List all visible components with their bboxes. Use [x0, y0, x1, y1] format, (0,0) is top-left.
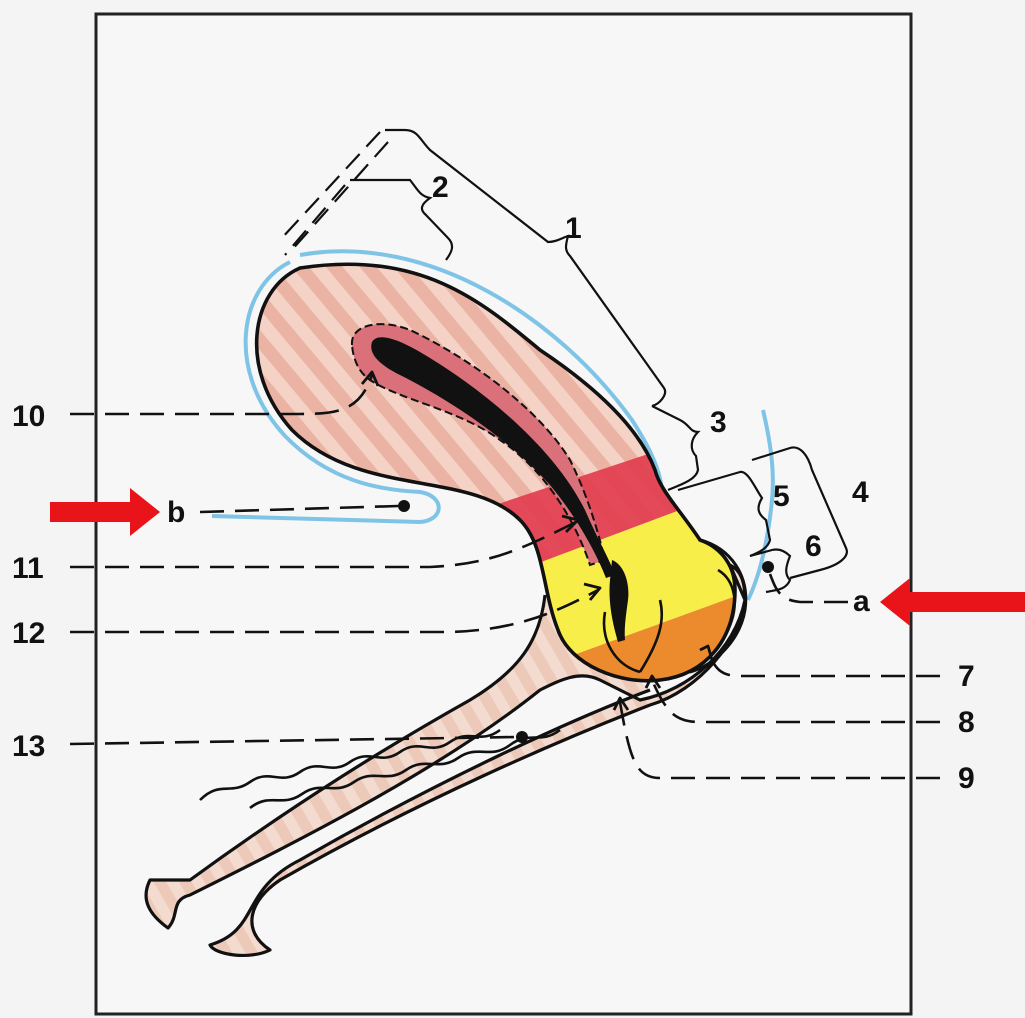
dot-13 — [516, 731, 528, 743]
label-8: 8 — [958, 706, 975, 739]
label-3: 3 — [710, 406, 727, 439]
label-4: 4 — [852, 476, 869, 509]
label-1: 1 — [565, 212, 582, 245]
label-b: b — [167, 496, 185, 529]
label-11: 11 — [12, 552, 44, 585]
label-6: 6 — [805, 530, 822, 563]
dot-a — [762, 561, 774, 573]
label-12: 12 — [12, 617, 45, 650]
label-a: a — [853, 585, 870, 618]
label-7: 7 — [958, 660, 975, 693]
label-5: 5 — [773, 480, 790, 513]
highlight-arrow-a — [880, 578, 1025, 626]
label-13: 13 — [12, 730, 45, 763]
label-10: 10 — [12, 400, 45, 433]
dot-b — [398, 500, 410, 512]
label-9: 9 — [958, 762, 975, 795]
label-2: 2 — [432, 171, 449, 204]
